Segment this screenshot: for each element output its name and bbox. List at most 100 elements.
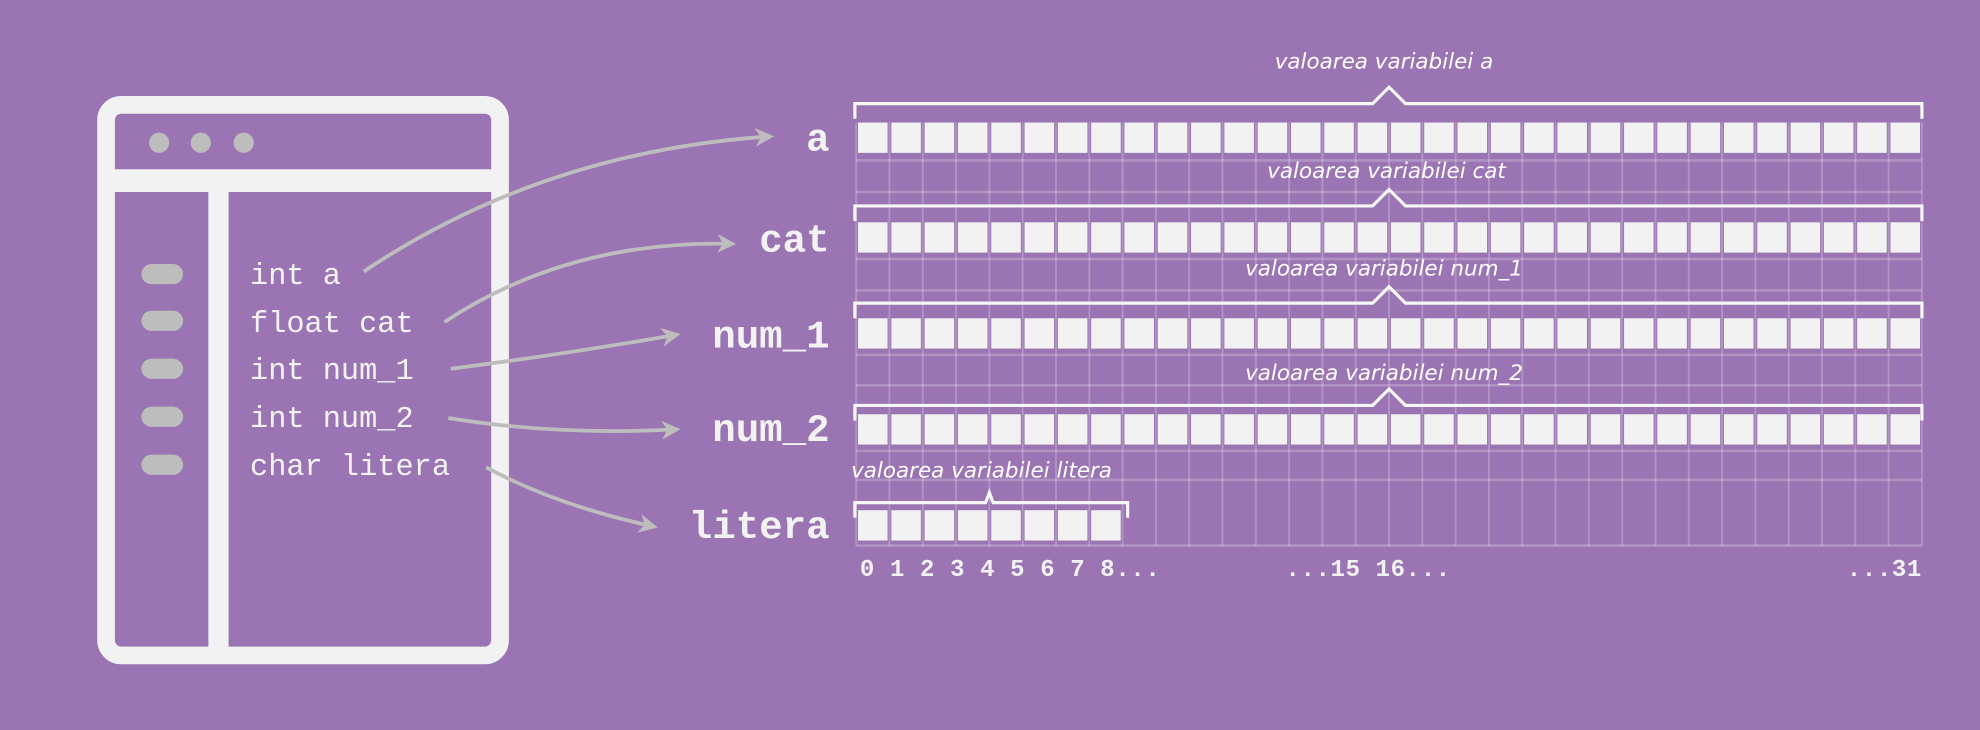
- sidebar-pill-icon: [141, 263, 184, 285]
- title-bar-separator: [106, 169, 501, 193]
- arrow-icon: [362, 128, 775, 274]
- bit-cell: [1457, 318, 1488, 349]
- bit-cell: [1390, 318, 1421, 349]
- bit-cell: [924, 122, 955, 153]
- bit-cell: [1857, 318, 1887, 349]
- bit-cell: [1557, 222, 1587, 253]
- bit-cell: [1091, 510, 1121, 541]
- brace-icon: [853, 386, 1924, 421]
- variable-label-litera: litera: [689, 505, 830, 550]
- bit-cell: [1624, 222, 1654, 253]
- bit-cell: [1690, 122, 1721, 153]
- bit-cell: [1757, 318, 1787, 349]
- bit-cell: [1291, 318, 1321, 349]
- bit-cell: [891, 122, 921, 153]
- bit-cell: [1057, 414, 1088, 445]
- bit-cell: [1890, 318, 1921, 349]
- bit-cell: [1024, 414, 1055, 445]
- bit-cell: [1557, 414, 1587, 445]
- bit-cell: [1590, 222, 1621, 253]
- bit-cell: [1590, 122, 1621, 153]
- bit-index-label: 0 1 2 3 4 5 6 7 8...: [860, 557, 1160, 584]
- bit-cell: [991, 414, 1021, 445]
- variable-label-num-1: num_1: [712, 314, 829, 359]
- bit-cell: [1657, 318, 1687, 349]
- bit-cell: [1857, 414, 1887, 445]
- bit-cell: [1657, 122, 1687, 153]
- bit-cell: [1324, 318, 1354, 349]
- memory-row-a: [853, 84, 1924, 153]
- bit-cell: [1257, 222, 1288, 253]
- bit-cell: [1024, 222, 1055, 253]
- memory-row-num-1: [853, 284, 1924, 349]
- bit-cell: [1424, 318, 1454, 349]
- bit-cell: [1124, 414, 1155, 445]
- bit-cell: [1357, 122, 1388, 153]
- bit-cell: [1657, 414, 1687, 445]
- bit-cell: [1157, 222, 1188, 253]
- bit-cell: [991, 510, 1021, 541]
- bit-cell: [1324, 222, 1354, 253]
- code-line: int a: [250, 260, 341, 294]
- bit-cell: [1590, 318, 1621, 349]
- bit-cell: [858, 318, 888, 349]
- bit-cell: [1890, 414, 1921, 445]
- window-dot-icon: [190, 132, 211, 153]
- bit-cell: [1024, 510, 1055, 541]
- bit-cell: [1224, 414, 1254, 445]
- brace-icon: [853, 84, 1924, 119]
- bit-cell: [1490, 414, 1521, 445]
- variable-label-num-2: num_2: [712, 408, 829, 453]
- bit-cell: [1690, 318, 1721, 349]
- window-dot-icon: [233, 132, 254, 153]
- caption-litera: valoarea variabilei litera: [851, 458, 1112, 483]
- bit-cell: [1057, 222, 1088, 253]
- memory-row-cat: [853, 187, 1924, 253]
- sidebar-pill-icon: [141, 454, 184, 475]
- variable-label-cat: cat: [759, 218, 829, 263]
- bit-cell: [991, 122, 1021, 153]
- bit-cell: [1823, 122, 1854, 153]
- bit-cell: [1291, 122, 1321, 153]
- bit-cell: [1157, 414, 1188, 445]
- bit-cell: [1390, 122, 1421, 153]
- memory-row-num-2: [853, 386, 1924, 445]
- bit-cell: [1257, 318, 1288, 349]
- bit-cell: [1590, 414, 1621, 445]
- bit-cell: [1157, 122, 1188, 153]
- brace-icon: [853, 187, 1924, 222]
- bit-cell: [1524, 122, 1554, 153]
- bit-cell: [1224, 318, 1254, 349]
- brace-icon: [853, 284, 1924, 319]
- bit-cell: [1790, 414, 1821, 445]
- bit-cell: [891, 222, 921, 253]
- bit-cell: [1457, 122, 1488, 153]
- bit-index-label: ...31: [1847, 557, 1922, 584]
- bit-cell: [924, 510, 955, 541]
- bit-cell: [1357, 318, 1388, 349]
- bit-cell: [1191, 222, 1221, 253]
- bit-cell: [1624, 318, 1654, 349]
- bit-cell: [924, 414, 955, 445]
- bit-cell: [858, 222, 888, 253]
- bit-cell: [1091, 414, 1121, 445]
- program-window: int a float cat int num_1 int num_2 char…: [97, 96, 509, 665]
- arrow-icon: [447, 416, 681, 440]
- bit-cell: [1857, 222, 1887, 253]
- bit-cell: [1057, 510, 1088, 541]
- bit-cell: [1390, 222, 1421, 253]
- bit-cell: [1424, 414, 1454, 445]
- bit-cell: [1124, 122, 1155, 153]
- bit-cell: [1757, 222, 1787, 253]
- bit-cell: [1457, 414, 1488, 445]
- bit-cell: [1524, 222, 1554, 253]
- sidebar-divider: [208, 192, 229, 650]
- bit-cell: [957, 318, 988, 349]
- code-line: int num_2: [250, 403, 414, 437]
- bit-cell: [1091, 122, 1121, 153]
- bit-cell: [957, 510, 988, 541]
- bit-cell: [1291, 222, 1321, 253]
- bit-cell: [1091, 318, 1121, 349]
- arrow-icon: [443, 233, 737, 324]
- bit-cell: [858, 414, 888, 445]
